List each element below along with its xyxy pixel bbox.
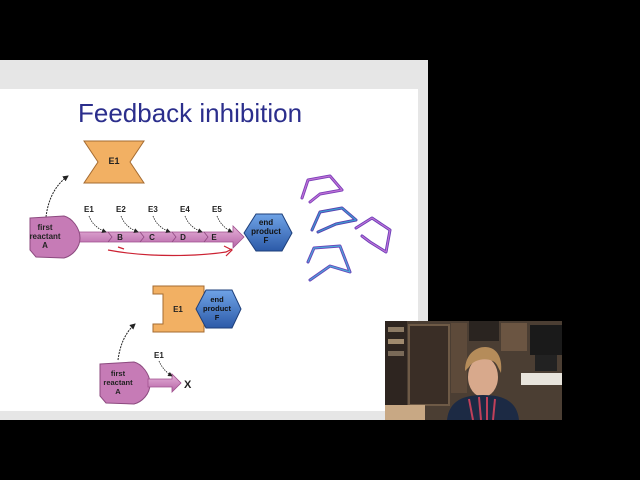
intermediate-d: D	[180, 233, 186, 242]
curved-arrow-to-enzyme	[45, 175, 69, 218]
enzyme-e3-label: E3	[148, 205, 158, 214]
enzyme-labels: E1 E2 E3 E4 E5	[84, 205, 222, 214]
slide-title: Feedback inhibition	[78, 98, 303, 128]
bottom-enzyme-step-arrow	[158, 360, 173, 377]
bottom-first-reactant-line2: reactant	[103, 378, 133, 387]
bottom-end-product-line1: end	[210, 295, 224, 304]
enzyme-e1-label: E1	[84, 205, 94, 214]
bottom-first-reactant-shape: first reactant A	[99, 361, 151, 405]
end-product-shape: end product F	[243, 213, 293, 252]
inhibited-enzyme-complex: E1 end product F	[152, 285, 242, 333]
end-product-line3: F	[264, 236, 269, 245]
bottom-enzyme-label: E1	[173, 305, 183, 314]
feedback-inhibition-diagram: E1 first reactant A E1 E2 E3 E4 E5 B C D…	[29, 140, 293, 405]
top-enzyme-shape: E1	[83, 140, 145, 184]
intermediate-c: C	[149, 233, 155, 242]
top-enzyme-label: E1	[108, 156, 119, 166]
enzyme-e2-label: E2	[116, 205, 126, 214]
enzyme-e5-label: E5	[212, 205, 222, 214]
red-annotation-strokes	[107, 245, 234, 257]
first-reactant-shape: first reactant A	[29, 215, 81, 259]
pathway-chevrons	[107, 231, 209, 243]
molecule-loops	[300, 174, 392, 282]
presenter-webcam-video	[385, 321, 562, 420]
blocked-x-mark: X	[184, 379, 192, 391]
intermediate-e: E	[211, 233, 217, 242]
first-reactant-line3: A	[42, 241, 48, 250]
intermediate-b: B	[117, 233, 123, 242]
intermediate-labels: B C D E	[117, 233, 217, 242]
first-reactant-line2: reactant	[29, 232, 60, 241]
presenter-video-icon	[385, 321, 562, 420]
enzyme-e4-label: E4	[180, 205, 190, 214]
end-product-line2: product	[251, 227, 281, 236]
blocked-pathway-arrow	[147, 373, 182, 393]
presentation-slide: Feedback inhibition	[0, 60, 428, 420]
end-product-line1: end	[259, 218, 273, 227]
bottom-end-product-line2: product	[203, 304, 231, 313]
bottom-arrow-enzyme-label: E1	[154, 351, 164, 360]
first-reactant-line1: first	[37, 223, 52, 232]
molecule-sketches	[300, 174, 392, 282]
pathway-arrow	[74, 225, 245, 249]
bottom-first-reactant-line1: first	[111, 369, 126, 378]
enzyme-step-arrows	[88, 215, 233, 233]
bottom-curved-arrow	[117, 323, 136, 361]
bottom-first-reactant-line3: A	[115, 387, 121, 396]
bottom-end-product-line3: F	[215, 313, 220, 322]
